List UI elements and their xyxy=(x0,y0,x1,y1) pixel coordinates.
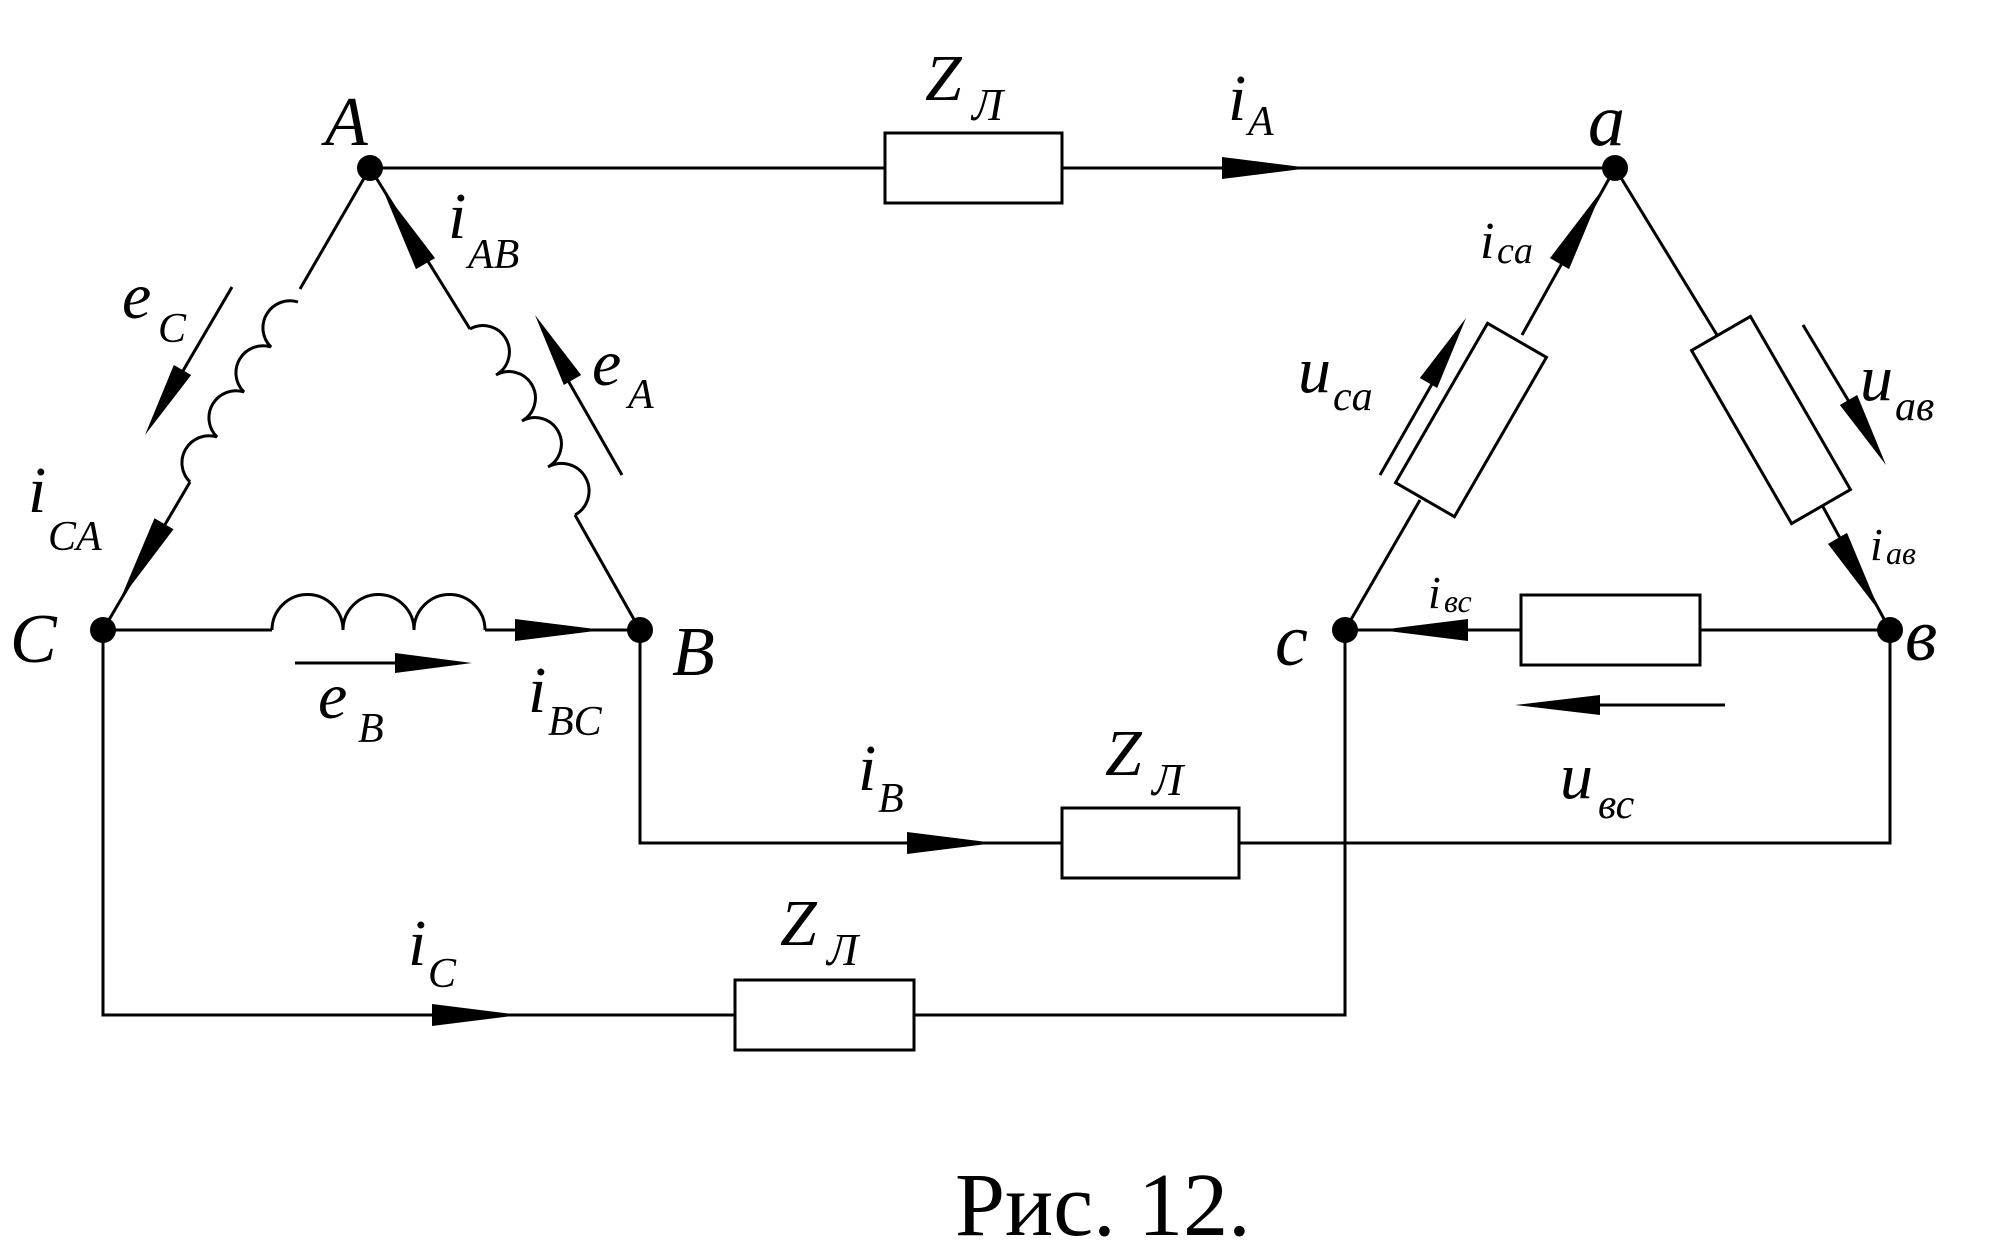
arrow-uca-shaft xyxy=(1378,369,1442,476)
svg-text:C: C xyxy=(428,951,457,997)
svg-text:Л: Л xyxy=(970,79,1006,130)
svg-text:i: i xyxy=(858,732,876,805)
resistor-ca xyxy=(1393,321,1549,519)
arrow-uab xyxy=(1839,395,1886,465)
svg-text:C: C xyxy=(158,306,187,352)
svg-text:B: B xyxy=(358,706,384,752)
label-ica: i ca xyxy=(1480,213,1533,272)
arrow-eB xyxy=(395,653,472,673)
labels: A B C a в c Z Л Z Л Z Л i A i B i C xyxy=(10,42,1937,1255)
svg-text:ca: ca xyxy=(1333,374,1373,420)
label-node-C: C xyxy=(10,601,58,678)
label-node-B: B xyxy=(672,614,715,691)
line-impedance-B xyxy=(1060,806,1241,880)
arrow-iB xyxy=(907,832,995,854)
coil-eB xyxy=(270,593,487,631)
svg-text:i: i xyxy=(1480,213,1494,270)
label-eA: e A xyxy=(592,327,654,418)
svg-text:ав: ав xyxy=(1895,384,1934,430)
coil-eA xyxy=(469,324,591,517)
arrow-uca xyxy=(1419,318,1466,388)
svg-text:ca: ca xyxy=(1497,230,1533,272)
svg-text:e: e xyxy=(592,327,621,400)
label-iBC: i BC xyxy=(528,654,603,745)
arrow-ica xyxy=(1549,190,1602,270)
arrow-iAB xyxy=(383,190,436,270)
label-iab: i ав xyxy=(1870,519,1916,571)
svg-text:u: u xyxy=(1298,334,1331,407)
arrow-iC xyxy=(432,1004,520,1026)
svg-text:u: u xyxy=(1560,740,1593,813)
label-Z-A: Z Л xyxy=(925,42,1006,130)
svg-text:Z: Z xyxy=(925,42,963,115)
arrow-iBC xyxy=(515,619,603,641)
arrow-iCA xyxy=(120,518,174,600)
svg-text:e: e xyxy=(122,260,151,333)
svg-text:u: u xyxy=(1860,342,1893,415)
arrows xyxy=(120,157,1886,1026)
svg-text:e: e xyxy=(318,660,347,733)
label-node-b: в xyxy=(1905,595,1937,677)
svg-text:i: i xyxy=(1428,567,1441,618)
label-Z-B: Z Л xyxy=(1105,717,1186,805)
label-uca: u ca xyxy=(1298,334,1373,420)
svg-text:Z: Z xyxy=(780,887,818,960)
source-delta xyxy=(90,155,653,643)
arrow-iab xyxy=(1827,532,1880,612)
svg-text:ав: ав xyxy=(1886,535,1916,571)
figure-caption: Рис. 12. xyxy=(955,1156,1251,1255)
line-impedance-C xyxy=(733,978,916,1052)
svg-text:i: i xyxy=(448,180,466,253)
svg-text:i: i xyxy=(408,907,426,980)
label-eB: e B xyxy=(318,660,384,752)
resistor-ab xyxy=(1689,314,1853,526)
svg-text:вс: вс xyxy=(1444,583,1472,619)
svg-text:Л: Л xyxy=(825,924,861,975)
label-node-a: a xyxy=(1588,80,1625,162)
label-node-c: c xyxy=(1275,600,1308,682)
svg-text:A: A xyxy=(1245,99,1274,145)
arrow-ibc xyxy=(1380,619,1468,641)
line-B xyxy=(638,630,1892,845)
svg-text:CA: CA xyxy=(48,514,102,560)
label-Z-C: Z Л xyxy=(780,887,861,975)
arrow-eA-shaft xyxy=(560,369,624,476)
label-ibc: i вс xyxy=(1428,567,1472,619)
svg-text:вс: вс xyxy=(1598,782,1635,828)
coil-eC xyxy=(180,299,299,484)
label-eC: e C xyxy=(122,260,187,352)
svg-text:i: i xyxy=(1870,519,1883,570)
resistor-bc xyxy=(1519,593,1702,667)
label-iA: i A xyxy=(1228,62,1274,145)
label-uab: u ав xyxy=(1860,342,1934,430)
arrow-ubc xyxy=(1515,695,1600,715)
line-impedance-A xyxy=(883,131,1064,205)
label-ubc: u вс xyxy=(1560,740,1635,828)
svg-text:BC: BC xyxy=(548,699,603,745)
svg-text:AB: AB xyxy=(465,232,519,278)
svg-text:A: A xyxy=(625,372,654,418)
line-wires xyxy=(101,131,1892,1052)
label-iCA: i CA xyxy=(28,454,102,560)
svg-text:Л: Л xyxy=(1150,754,1186,805)
label-iC: i C xyxy=(408,907,457,997)
svg-text:i: i xyxy=(528,654,546,727)
label-iAB: i AB xyxy=(448,180,519,278)
arrow-eC xyxy=(145,365,192,435)
line-C xyxy=(101,630,1347,1017)
arrow-eA xyxy=(535,315,582,385)
svg-text:Z: Z xyxy=(1105,717,1143,790)
svg-text:i: i xyxy=(1228,62,1246,135)
label-node-A: A xyxy=(321,84,368,161)
arrow-iA xyxy=(1222,157,1310,179)
label-iB: i B xyxy=(858,732,904,822)
svg-text:B: B xyxy=(878,776,904,822)
svg-text:i: i xyxy=(28,454,46,527)
